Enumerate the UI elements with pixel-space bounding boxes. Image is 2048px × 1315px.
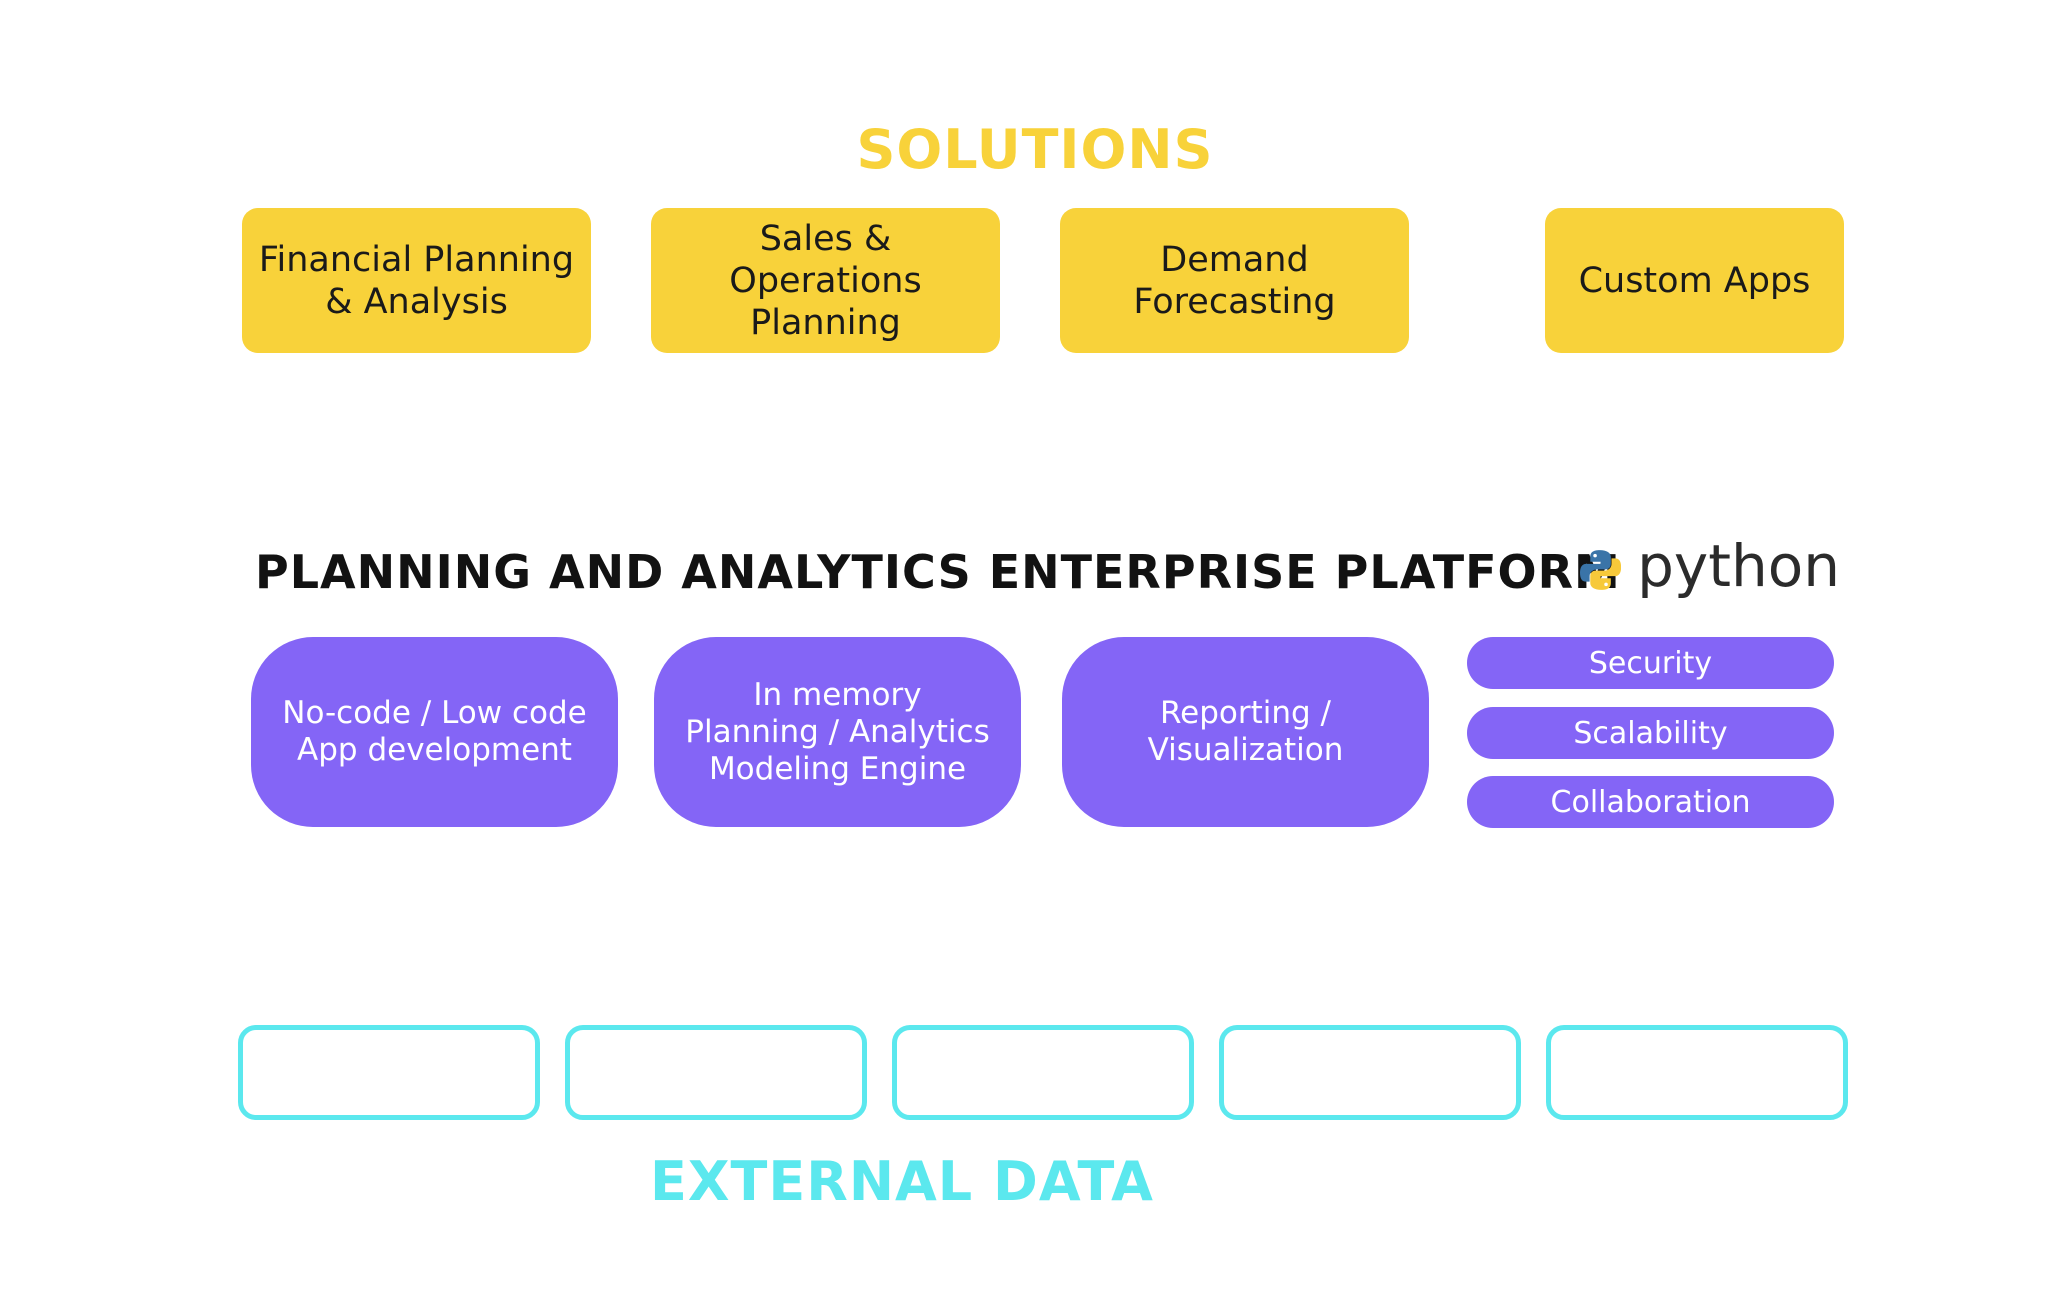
platform-nocode-app-dev: No-code / Low code App development bbox=[251, 637, 618, 827]
external-data-box bbox=[1219, 1025, 1521, 1120]
platform-label: In memory Planning / Analytics Modeling … bbox=[685, 676, 990, 787]
solution-label: Custom Apps bbox=[1578, 260, 1811, 301]
solution-financial-planning: Financial Planning & Analysis bbox=[242, 208, 591, 353]
solution-demand-forecasting: Demand Forecasting bbox=[1060, 208, 1409, 353]
python-snake-icon bbox=[1580, 550, 1622, 590]
solution-label: Sales & Operations Planning bbox=[729, 218, 922, 343]
solution-label: Demand Forecasting bbox=[1133, 239, 1336, 322]
external-data-heading: EXTERNAL DATA bbox=[650, 1150, 1154, 1213]
platform-label: Reporting / Visualization bbox=[1147, 695, 1344, 768]
solutions-heading: SOLUTIONS bbox=[856, 118, 1214, 181]
feature-collaboration: Collaboration bbox=[1467, 776, 1834, 828]
solution-sales-operations: Sales & Operations Planning bbox=[651, 208, 1000, 353]
platform-modeling-engine: In memory Planning / Analytics Modeling … bbox=[654, 637, 1021, 827]
platform-heading: PLANNING AND ANALYTICS ENTERPRISE PLATFO… bbox=[255, 545, 1621, 599]
external-data-box bbox=[565, 1025, 867, 1120]
platform-label: No-code / Low code App development bbox=[282, 695, 587, 768]
feature-security: Security bbox=[1467, 637, 1834, 689]
feature-scalability: Scalability bbox=[1467, 707, 1834, 759]
python-wordmark: python bbox=[1637, 532, 1840, 600]
python-logo: python bbox=[1580, 530, 1840, 610]
solution-label: Financial Planning & Analysis bbox=[258, 239, 575, 322]
external-data-box bbox=[238, 1025, 540, 1120]
solution-custom-apps: Custom Apps bbox=[1545, 208, 1844, 353]
platform-reporting-visualization: Reporting / Visualization bbox=[1062, 637, 1429, 827]
external-data-box bbox=[892, 1025, 1194, 1120]
external-data-box bbox=[1546, 1025, 1848, 1120]
